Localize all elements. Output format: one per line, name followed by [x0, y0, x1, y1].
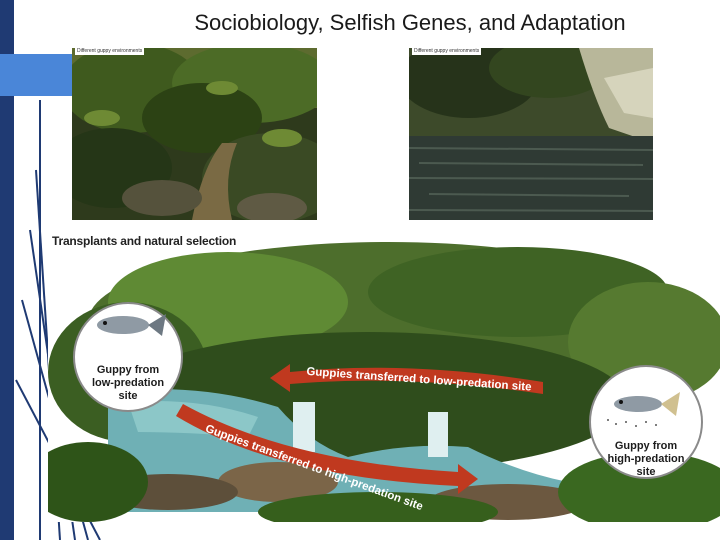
transplant-diagram: Guppies transferred to low-predation sit…: [48, 232, 720, 522]
jungle-illustration: Guppies transferred to low-predation sit…: [48, 242, 720, 522]
arrow-to-low-predation: [270, 364, 543, 394]
photo-caption: Different guppy environments: [75, 48, 145, 55]
high-predation-guppy-label: Guppy from high-predation site: [607, 440, 685, 478]
diagram-title: Transplants and natural selection: [52, 234, 237, 248]
photo-caption: Different guppy environments: [412, 48, 482, 55]
slide-title: Sociobiology, Selfish Genes, and Adaptat…: [194, 10, 626, 35]
arrow-to-high-predation: [176, 404, 478, 494]
sidebar-accent-tab: [0, 54, 72, 96]
sidebar-accent-bar: [0, 0, 14, 540]
pond-photo: Different guppy environments: [409, 48, 653, 220]
low-predation-guppy-label: Guppy from low-predation site: [91, 364, 165, 402]
low-predation-guppy-icon: [97, 314, 166, 336]
high-predation-guppy-icon: [607, 392, 680, 427]
forest-stream-photo: Different guppy environments: [72, 48, 317, 220]
